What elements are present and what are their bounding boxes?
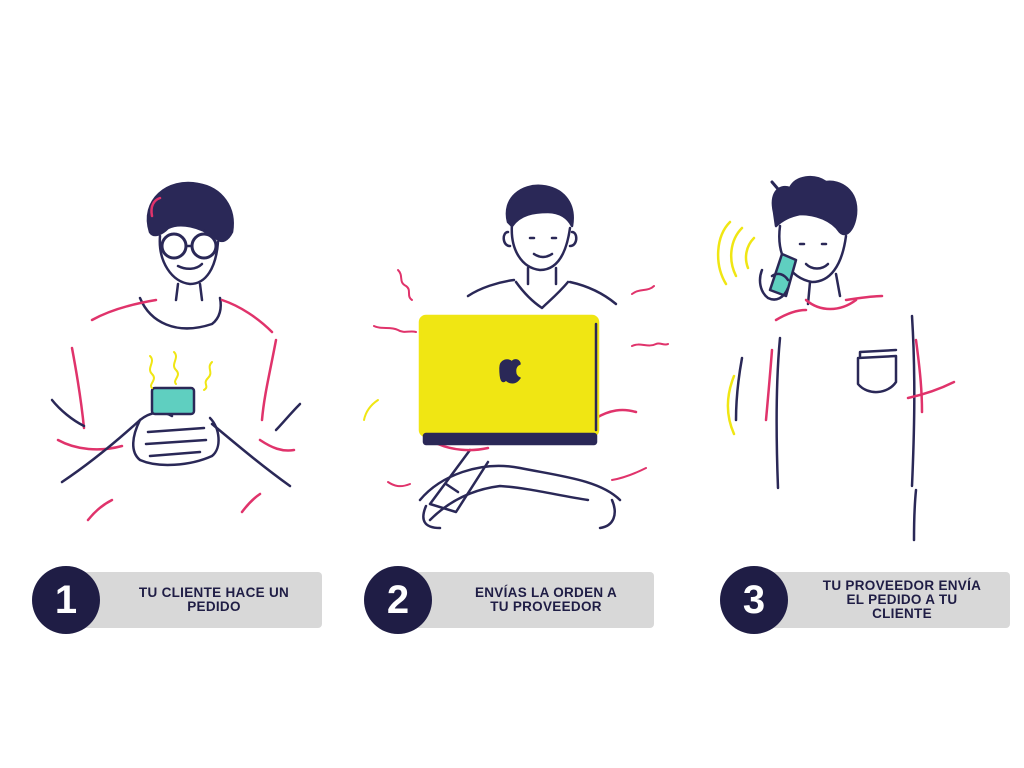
person-with-phone-icon xyxy=(50,181,302,522)
step-2-label-box: ENVÍAS LA ORDEN A TU PROVEEDOR xyxy=(404,572,654,628)
step-3: TU PROVEEDOR ENVÍA EL PEDIDO A TU CLIENT… xyxy=(720,566,1012,634)
step-3-number-badge: 3 xyxy=(720,566,788,634)
step-3-text: TU PROVEEDOR ENVÍA EL PEDIDO A TU CLIENT… xyxy=(822,578,982,621)
step-2-number-badge: 2 xyxy=(364,566,432,634)
person-on-phone-call-icon xyxy=(716,175,956,542)
step-1-number-badge: 1 xyxy=(32,566,100,634)
step-1-label-box: TU CLIENTE HACE UN PEDIDO xyxy=(72,572,322,628)
step-1: TU CLIENTE HACE UN PEDIDO 1 xyxy=(32,566,324,634)
step-3-label-box: TU PROVEEDOR ENVÍA EL PEDIDO A TU CLIENT… xyxy=(760,572,1010,628)
step-2-text: ENVÍAS LA ORDEN A TU PROVEEDOR xyxy=(474,585,618,614)
step-1-text: TU CLIENTE HACE UN PEDIDO xyxy=(138,585,290,614)
person-with-laptop-icon xyxy=(363,184,669,530)
step-2: ENVÍAS LA ORDEN A TU PROVEEDOR 2 xyxy=(364,566,656,634)
